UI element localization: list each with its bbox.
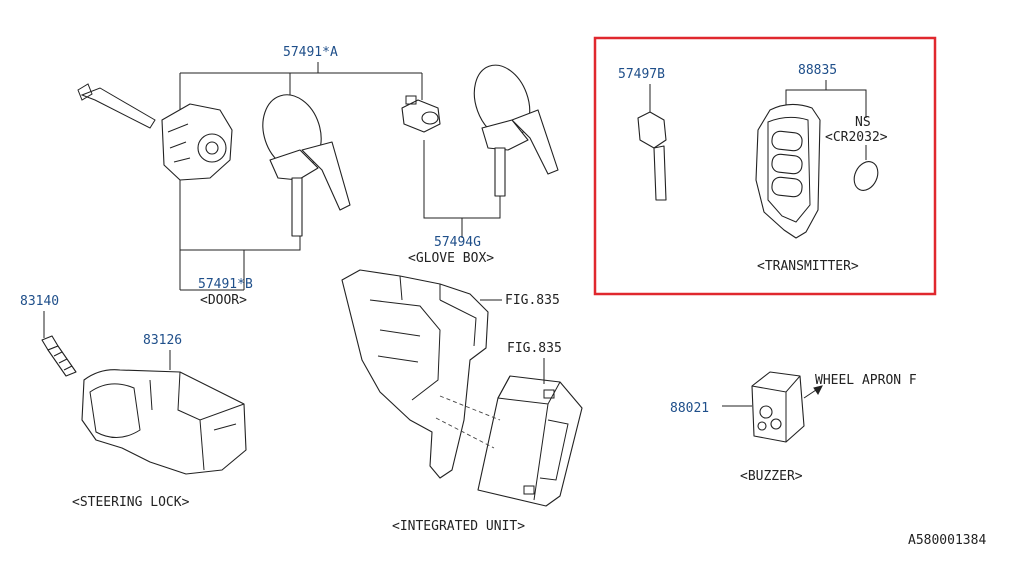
transmitter-group: 57497B 88835 NS <CR2032> <TRANSMITTER> xyxy=(593,36,937,296)
control-module[interactable] xyxy=(477,375,583,507)
buzzer-group: 88021 WHEEL APRON F <BUZZER> xyxy=(670,371,917,484)
figure-id: A580001384 xyxy=(908,533,986,548)
part-number-83140[interactable]: 83140 xyxy=(20,294,59,309)
emergency-key[interactable] xyxy=(637,111,667,201)
steering-lock[interactable] xyxy=(81,369,247,475)
label-cr2032: <CR2032> xyxy=(825,130,888,145)
key-cylinder-set-group: 57491*A xyxy=(77,45,559,308)
door-key[interactable] xyxy=(254,87,351,237)
part-number-57491a[interactable]: 57491*A xyxy=(283,45,338,60)
buzzer[interactable] xyxy=(751,371,805,443)
label-steering-lock: <STEERING LOCK> xyxy=(72,495,190,510)
part-number-57491b[interactable]: 57491*B xyxy=(198,277,253,292)
steering-lock-group: 83140 83126 <STEERING LOCK> xyxy=(20,294,247,510)
glove-box-key[interactable] xyxy=(465,57,559,197)
part-number-88835[interactable]: 88835 xyxy=(798,63,837,78)
key-fob[interactable] xyxy=(755,103,821,239)
door-lock-cylinder[interactable] xyxy=(77,83,233,181)
label-fig835-a[interactable]: FIG.835 xyxy=(505,293,560,308)
part-number-88021[interactable]: 88021 xyxy=(670,401,709,416)
shear-bolt[interactable] xyxy=(41,335,77,377)
label-buzzer: <BUZZER> xyxy=(740,469,803,484)
label-wheel-apron: WHEEL APRON F xyxy=(815,373,917,388)
label-integrated-unit: <INTEGRATED UNIT> xyxy=(392,519,525,534)
coin-battery[interactable] xyxy=(850,158,883,194)
label-transmitter: <TRANSMITTER> xyxy=(757,259,859,274)
part-number-83126[interactable]: 83126 xyxy=(143,333,182,348)
highlight-box xyxy=(593,36,937,296)
unit-bracket[interactable] xyxy=(341,269,489,479)
glove-box-cylinder[interactable] xyxy=(401,95,441,133)
integrated-unit-group: FIG.835 FIG.835 <INTEGRATED UNIT> xyxy=(341,269,583,534)
label-door: <DOOR> xyxy=(200,293,247,308)
part-number-57494g[interactable]: 57494G xyxy=(434,235,481,250)
label-ns: NS xyxy=(855,115,871,130)
label-fig835-b[interactable]: FIG.835 xyxy=(507,341,562,356)
label-glove-box: <GLOVE BOX> xyxy=(408,251,494,266)
part-number-57497b[interactable]: 57497B xyxy=(618,67,665,82)
